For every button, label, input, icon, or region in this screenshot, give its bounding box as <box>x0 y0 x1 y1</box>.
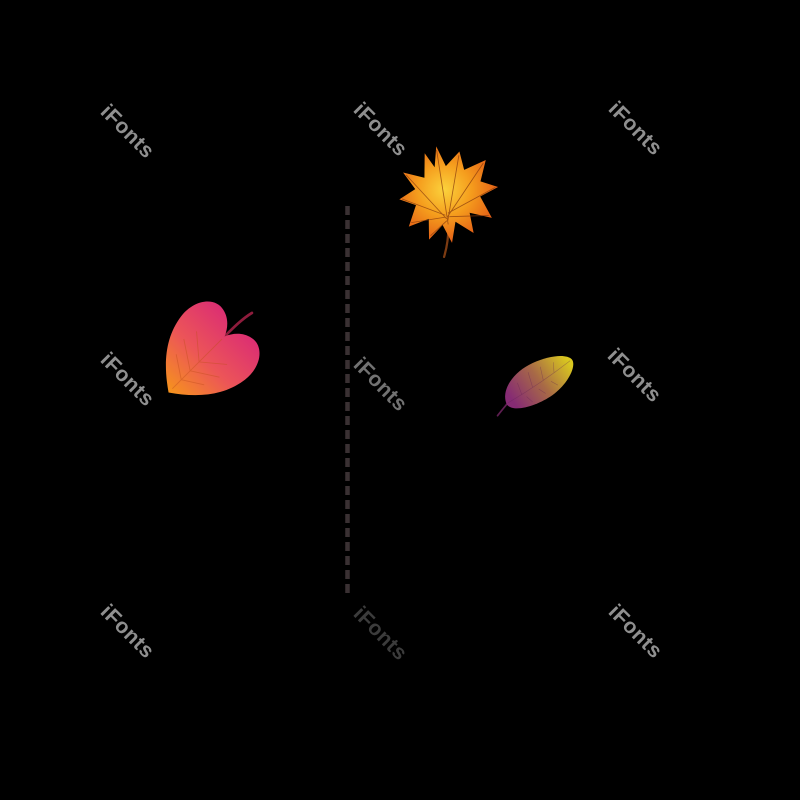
heart-leaf-body <box>165 301 260 396</box>
oval-leaf-group <box>496 356 574 417</box>
maple-leaf-icon <box>399 146 499 259</box>
maple-leaf-veins <box>401 150 496 236</box>
heart-leaf-stem <box>223 311 254 338</box>
oval-leaf-stem <box>496 402 509 417</box>
heart-leaf-veins <box>172 331 228 389</box>
watermark-bottom-right: iFonts <box>603 600 667 664</box>
watermark-middle-center: iFonts <box>348 353 412 417</box>
maple-leaf-body <box>399 146 499 243</box>
oval-leaf-body <box>505 356 574 409</box>
dashed-divider-line <box>345 206 350 594</box>
watermark-top-left: iFonts <box>95 100 159 164</box>
watermark-top-right: iFonts <box>603 97 667 161</box>
heart-leaf-group <box>165 301 260 396</box>
maple-leaf-group <box>399 146 499 259</box>
oval-leaf-veins <box>508 360 571 403</box>
oval-leaf-icon <box>496 356 574 417</box>
watermark-middle-right: iFonts <box>602 344 666 408</box>
watermark-bottom-left: iFonts <box>95 600 159 664</box>
heart-leaf-icon <box>165 301 260 396</box>
watermark-bottom-center: iFonts <box>348 602 412 666</box>
